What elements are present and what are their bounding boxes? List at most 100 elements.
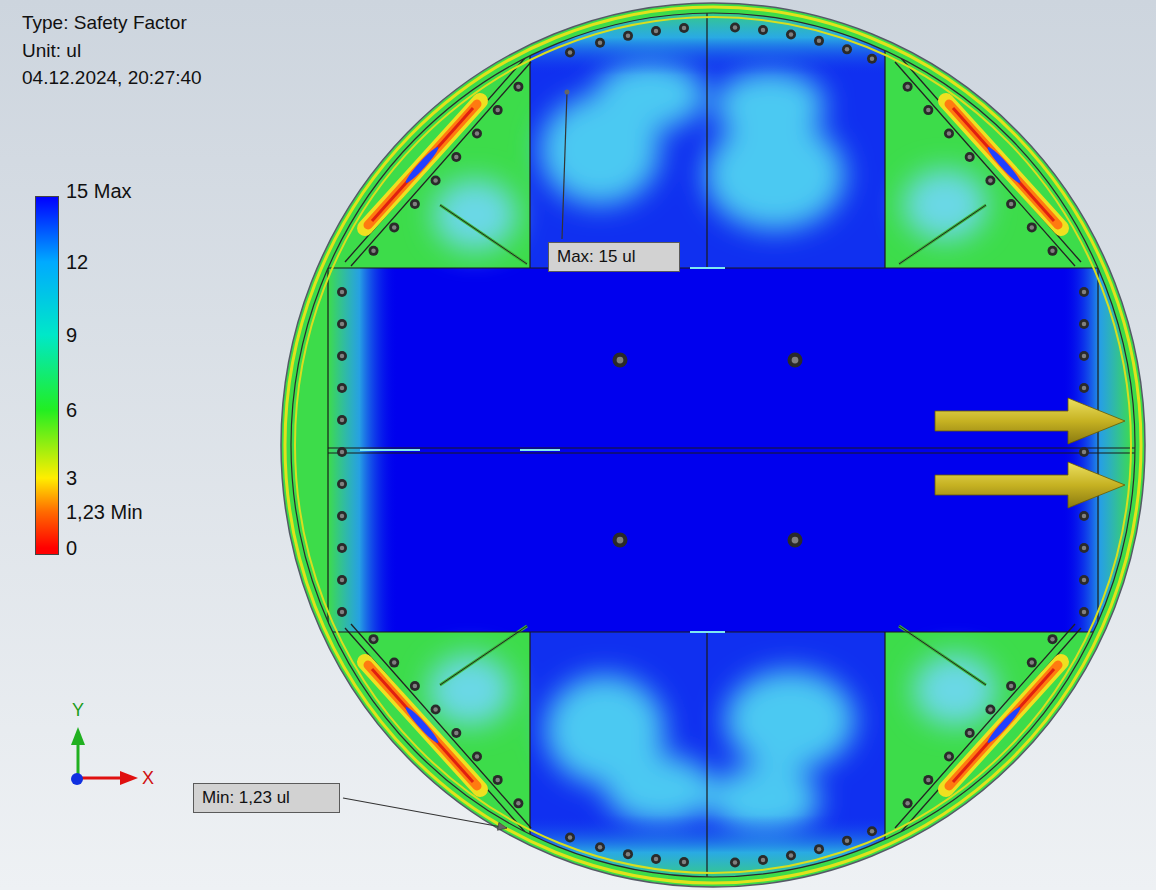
bolt-hole bbox=[454, 155, 459, 160]
bolt-hole bbox=[568, 835, 573, 840]
bolt-hole bbox=[679, 23, 689, 33]
bolt-hole bbox=[789, 32, 794, 37]
bolt-hole bbox=[1048, 246, 1058, 256]
legend-swatch bbox=[36, 335, 58, 410]
bolt-hole bbox=[1079, 351, 1089, 361]
plate-edge bbox=[529, 632, 530, 890]
inner-structure bbox=[1062, 268, 1132, 632]
bolt-hole bbox=[1079, 383, 1089, 393]
bolt-hole bbox=[613, 353, 628, 368]
bolt-hole bbox=[786, 851, 796, 861]
bolt-hole bbox=[337, 479, 347, 489]
bolt-hole bbox=[817, 847, 822, 852]
inner-structure bbox=[895, 58, 1081, 266]
plate-edge bbox=[706, 0, 707, 268]
bolt-hole bbox=[1082, 450, 1087, 455]
bolt-hole bbox=[413, 684, 418, 689]
stress-zone bbox=[433, 179, 517, 251]
bolt-hole bbox=[495, 108, 500, 113]
plate-edge bbox=[280, 267, 1150, 268]
bolt-hole bbox=[985, 705, 995, 715]
bolt-hole bbox=[493, 775, 503, 785]
bolt-hole bbox=[475, 754, 480, 759]
bolt-hole bbox=[626, 852, 631, 857]
bolt-hole bbox=[1006, 681, 1016, 691]
bolt-hole bbox=[985, 175, 995, 185]
bolt-hole bbox=[337, 23, 1089, 868]
bolt-hole bbox=[730, 23, 740, 33]
bolt-hole bbox=[944, 129, 954, 139]
bolt-hole bbox=[1079, 543, 1089, 553]
bolt-hole bbox=[472, 751, 482, 761]
bolt-hole bbox=[682, 26, 687, 31]
bolt-hole bbox=[1082, 322, 1087, 327]
bolt-hole bbox=[788, 533, 803, 548]
bolt-hole bbox=[870, 57, 875, 62]
bolt-hole bbox=[1082, 386, 1087, 391]
bolt-hole bbox=[947, 131, 952, 136]
bolt-hole bbox=[1079, 351, 1089, 361]
bolt-hole bbox=[965, 152, 975, 162]
bolt-hole bbox=[337, 287, 347, 297]
bolt-hole bbox=[337, 351, 347, 361]
bolt-hole bbox=[513, 798, 523, 808]
ring-edge bbox=[295, 17, 1131, 873]
plate-edge bbox=[884, 632, 885, 890]
bolt-hole bbox=[1079, 575, 1089, 585]
bolt-hole bbox=[1030, 660, 1035, 665]
bolt-hole bbox=[340, 322, 345, 327]
plate-edge bbox=[1097, 268, 1098, 632]
bolt-hole bbox=[1079, 607, 1089, 617]
bolt-hole bbox=[598, 845, 603, 850]
bolt-hole bbox=[867, 54, 877, 64]
bolt-hole bbox=[842, 836, 852, 846]
bolt-hole bbox=[923, 775, 933, 785]
legend-swatch bbox=[36, 197, 58, 262]
legend-swatch bbox=[36, 478, 58, 512]
bolt-hole bbox=[613, 533, 628, 548]
timestamp: 04.12.2024, 20:27:40 bbox=[22, 67, 202, 89]
bolt-hole bbox=[1079, 287, 1089, 297]
bolt-hole bbox=[967, 731, 972, 736]
bolt-hole bbox=[368, 634, 378, 644]
bolt-hole bbox=[451, 728, 461, 738]
axis-label: Y bbox=[72, 700, 84, 721]
axis-label: X bbox=[142, 768, 154, 789]
bolt-hole bbox=[1006, 681, 1016, 691]
bolt-hole bbox=[651, 26, 661, 36]
bolt-hole bbox=[337, 351, 347, 361]
bolt-hole bbox=[842, 836, 852, 846]
bolt-hole bbox=[340, 514, 345, 519]
bolt-hole bbox=[431, 705, 441, 715]
center-beam bbox=[328, 268, 1132, 632]
bolt-hole bbox=[337, 447, 347, 457]
bolt-hole bbox=[944, 129, 954, 139]
bolt-hole bbox=[513, 82, 523, 92]
plate-edge bbox=[327, 268, 328, 632]
load-arrow bbox=[935, 398, 1125, 444]
bolt-hole bbox=[626, 34, 631, 39]
leader-arrowhead bbox=[497, 822, 507, 830]
bolt-hole bbox=[340, 418, 345, 423]
bolt-hole bbox=[1079, 607, 1089, 617]
plate-edge bbox=[706, 632, 707, 890]
bolt-hole bbox=[472, 129, 482, 139]
bolt-hole bbox=[340, 546, 345, 551]
bolt-hole bbox=[337, 607, 347, 617]
bolt-hole bbox=[814, 844, 824, 854]
bolt-hole bbox=[761, 28, 766, 32]
bolt-hole bbox=[786, 29, 796, 39]
bolt-hole bbox=[1082, 610, 1087, 615]
bolt-hole bbox=[814, 844, 824, 854]
plate-edge bbox=[280, 0, 1150, 890]
bolt-hole bbox=[788, 533, 803, 548]
axis-triad bbox=[71, 773, 83, 785]
bolt-hole bbox=[337, 543, 347, 553]
bolt-hole bbox=[389, 222, 399, 232]
bolt-hole bbox=[985, 175, 995, 185]
bolt-hole bbox=[903, 798, 913, 808]
bolt-hole bbox=[789, 853, 794, 858]
